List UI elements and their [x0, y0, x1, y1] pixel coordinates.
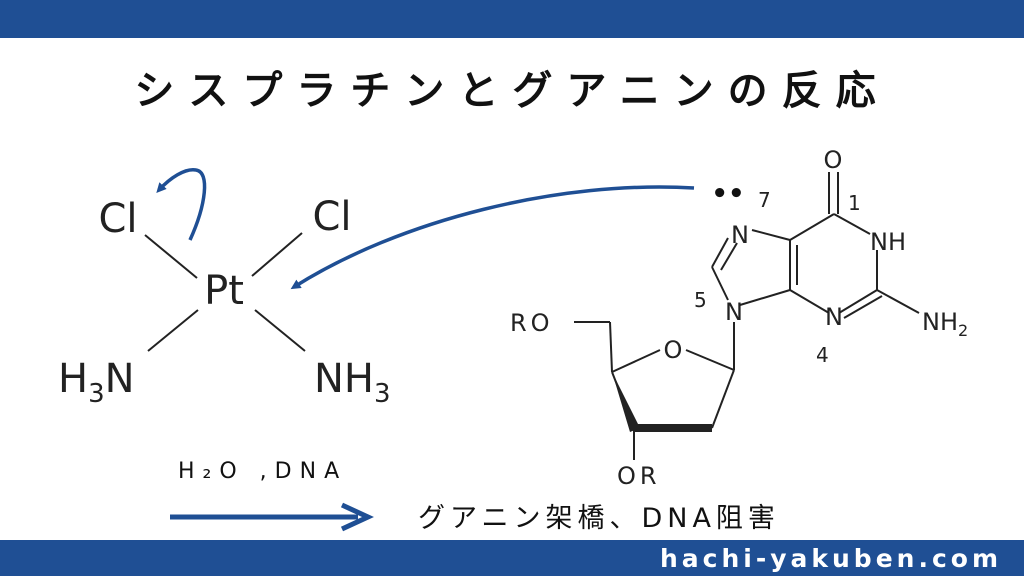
cisplatin-structure: Pt Cl Cl H3N NH3: [58, 194, 391, 409]
reaction-result: グアニン架橋、DNA阻害: [418, 503, 780, 534]
amine-group: NH2: [922, 308, 968, 340]
atom-n7: N: [731, 221, 749, 249]
carbonyl-oxygen: O: [824, 146, 843, 174]
position-4: 4: [816, 343, 829, 367]
position-5: 5: [694, 288, 707, 312]
atom-n9: N: [725, 298, 743, 326]
ro-group: RO: [510, 309, 554, 337]
site-url: hachi-yakuben.com: [659, 544, 1002, 573]
n7-attack-arrow: [290, 185, 695, 290]
atom-n3: N: [825, 303, 843, 331]
platinum-atom: Pt: [204, 268, 244, 314]
chlorine-left: Cl: [98, 196, 137, 242]
wedge-bond-left: [612, 372, 640, 432]
chlorine-right: Cl: [312, 194, 351, 240]
footer-banner: hachi-yakuben.com: [0, 540, 1024, 576]
bond-pt-cl-left: [144, 234, 198, 279]
ammine-right: NH3: [314, 356, 391, 409]
reaction-conditions: H₂O ,DNA: [178, 459, 348, 484]
reaction-arrow-head: [340, 502, 374, 532]
position-7: 7: [758, 188, 771, 212]
guanosine-structure: [574, 172, 920, 460]
page-title: シスプラチンとグアニンの反応: [134, 68, 890, 114]
top-banner: [0, 0, 1024, 38]
bond-pt-nh3-right: [254, 309, 306, 352]
guanosine-labels: O NH N N N NH2 O RO OR •• 7 1 5 4: [510, 146, 968, 490]
position-1: 1: [848, 191, 861, 215]
lone-pair-dots: ••: [711, 179, 744, 209]
bond-pt-nh3-left: [147, 309, 199, 352]
ring-oxygen: O: [664, 336, 683, 364]
wedge-bond-front: [634, 424, 712, 432]
ammine-left: H3N: [58, 356, 135, 409]
chloride-leaving-arrow: [156, 168, 207, 241]
or-group: OR: [617, 462, 661, 490]
bond-pt-cl-right: [251, 232, 303, 277]
atom-nh-1: NH: [870, 228, 906, 256]
